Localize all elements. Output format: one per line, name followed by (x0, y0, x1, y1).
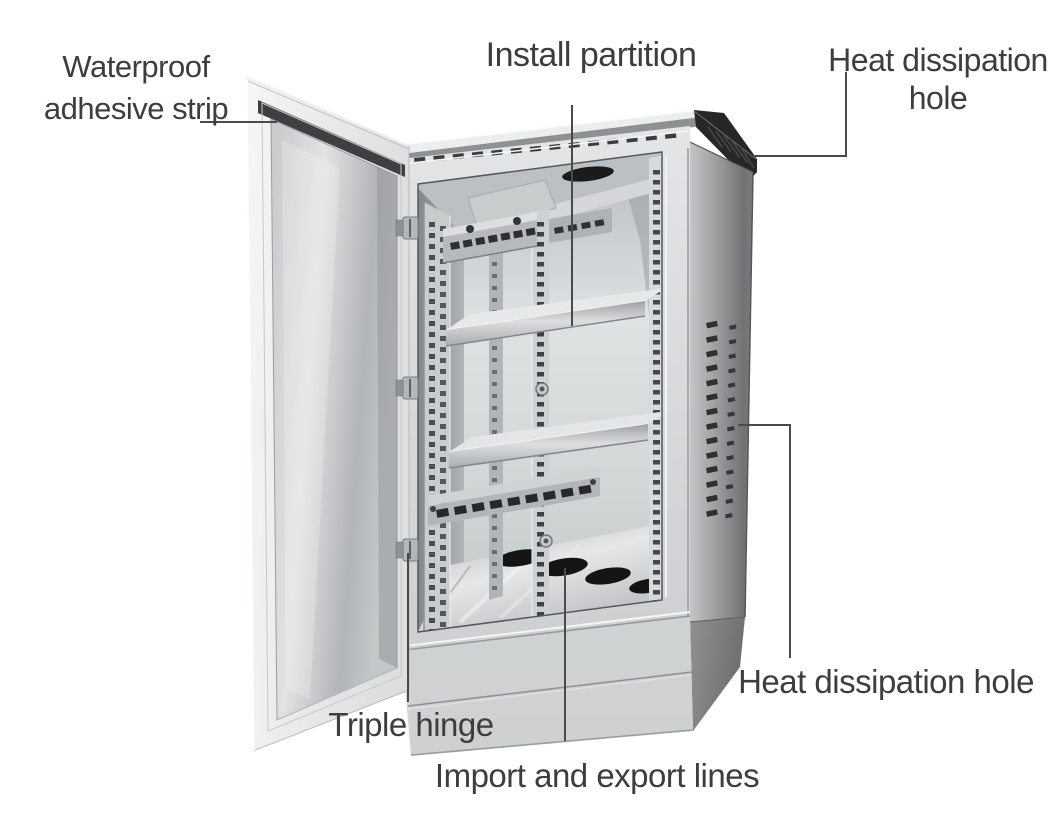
label-line: Heat dissipation hole (738, 663, 1034, 700)
label-waterproof-adhesive-strip: Waterproof adhesive strip (43, 46, 229, 130)
leader-heat-bottom (738, 424, 791, 658)
label-line: Triple hinge (328, 706, 494, 743)
cabinet-interior (418, 152, 662, 632)
hinge-bottom (395, 538, 419, 562)
hinge-middle (395, 376, 419, 400)
rack-post-rear-left (489, 248, 503, 600)
slotted-rail-lower (428, 467, 600, 526)
label-heat-dissipation-hole-top: Heat dissipation hole (828, 41, 1048, 117)
label-line: adhesive strip (43, 91, 229, 126)
shelf-knobs (535, 382, 553, 548)
leader-lines (200, 72, 847, 741)
door-hinges (395, 216, 419, 562)
label-line: Install partition (485, 36, 697, 74)
slotted-rail-upper (442, 208, 612, 264)
side-vent-holes-2 (725, 324, 737, 519)
label-line: Waterproof (62, 49, 210, 84)
rack-rail-left (423, 202, 451, 632)
leader-heat-top (750, 72, 847, 157)
side-vent-holes (706, 320, 718, 517)
label-install-partition: Install partition (486, 35, 697, 75)
base-plinth (402, 611, 694, 756)
hinge-top (395, 216, 419, 240)
side-panel (689, 141, 754, 731)
rack-rail-right (649, 155, 662, 632)
door-opening-groove (417, 151, 663, 633)
rack-rail-center (531, 208, 549, 632)
roof-corner-vent (693, 110, 757, 181)
label-line: Heat dissipation (828, 42, 1048, 78)
label-line: Import and export lines (434, 757, 760, 794)
label-import-export-lines: Import and export lines (434, 757, 760, 796)
label-triple-hinge: Triple hinge (328, 706, 494, 745)
upper-shelf (445, 288, 662, 347)
label-line: hole (908, 80, 968, 116)
lower-shelf (448, 411, 662, 469)
ceiling-cable-hole (562, 166, 614, 182)
base-side (690, 617, 745, 731)
label-heat-dissipation-hole-side: Heat dissipation hole (738, 663, 1034, 702)
cabinet-door (244, 76, 410, 752)
door-top-gasket (258, 100, 405, 177)
